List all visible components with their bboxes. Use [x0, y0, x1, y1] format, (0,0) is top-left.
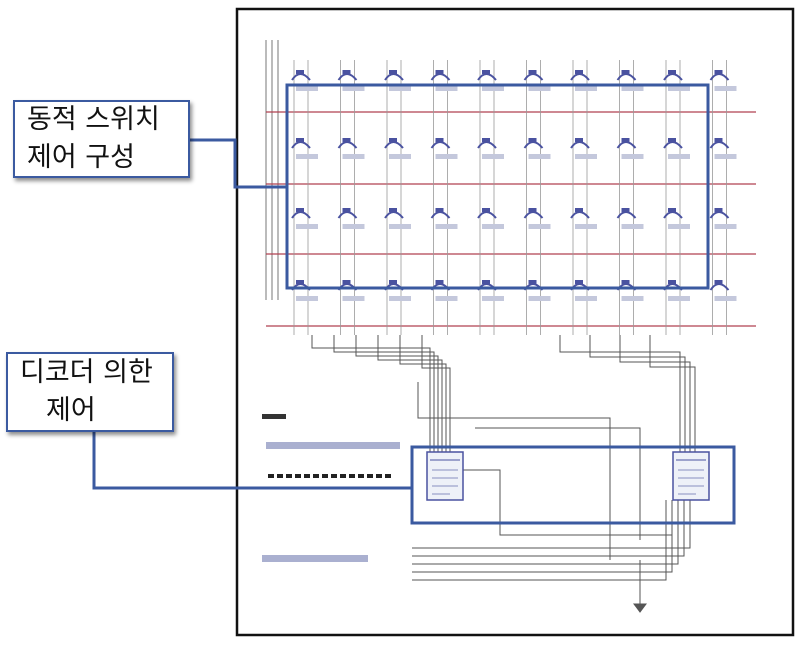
switch-cell — [663, 208, 690, 229]
signal-wire — [355, 335, 439, 452]
pin-mark — [313, 474, 319, 478]
signal-wire — [412, 500, 679, 565]
schematic-label-marks — [262, 414, 400, 562]
switch-cell — [616, 208, 644, 229]
pin-mark — [295, 474, 301, 478]
pin-mark — [322, 474, 328, 478]
pin-mark — [385, 474, 391, 478]
connector-dynamic — [190, 138, 287, 189]
pin-mark — [268, 474, 274, 478]
switch-cell — [291, 138, 318, 159]
signal-wire — [412, 500, 685, 557]
decoder-chip-right — [672, 451, 710, 501]
ground-symbol — [633, 603, 647, 613]
signal-wire — [333, 335, 435, 452]
callout-decoder-line2: 제어 — [46, 395, 96, 426]
switch-cell — [709, 208, 737, 229]
pin-mark — [349, 474, 355, 478]
switch-cell — [663, 70, 690, 91]
callout-decoder-control: 디코더 의한 제어 — [6, 352, 174, 432]
schematic-frame — [235, 7, 795, 637]
switch-cell — [570, 208, 597, 229]
pin-mark — [304, 474, 310, 478]
switch-cell — [430, 70, 458, 91]
switch-cell — [477, 138, 504, 159]
switch-cell — [570, 70, 597, 91]
switch-cell — [709, 280, 737, 301]
signal-wire — [589, 335, 686, 452]
switch-cell — [477, 208, 504, 229]
decoder-chip-left — [426, 451, 464, 501]
switch-cell — [616, 70, 644, 91]
callout-dynamic-line2: 제어 구성 — [27, 142, 135, 173]
switch-cell — [291, 70, 318, 91]
switch-cell — [430, 138, 458, 159]
pin-mark — [331, 474, 337, 478]
switch-cell — [291, 208, 318, 229]
pin-mark — [340, 474, 346, 478]
switch-cell — [430, 208, 458, 229]
pin-mark — [358, 474, 364, 478]
signal-wire — [619, 335, 691, 452]
signal-wire — [412, 500, 667, 581]
switch-cell — [337, 208, 365, 229]
signal-wire — [463, 469, 672, 536]
switch-cell — [616, 138, 644, 159]
callout-dynamic-switch: 동적 스위치 제어 구성 — [13, 100, 190, 178]
switch-cell — [384, 208, 411, 229]
switch-cell — [384, 70, 411, 91]
connector-decoder — [92, 432, 412, 490]
signal-wire — [412, 500, 691, 549]
left-bus — [265, 40, 279, 300]
signal-wire — [311, 335, 431, 452]
signal-wire — [649, 335, 696, 452]
switch-cell — [523, 70, 551, 91]
pin-mark — [367, 474, 373, 478]
pin-mark — [376, 474, 382, 478]
highlight-decoder-area — [410, 445, 736, 525]
callout-decoder-line1: 디코더 의한 — [20, 357, 153, 388]
signal-wire — [421, 335, 451, 452]
fan-out-wires — [311, 335, 696, 613]
pin-mark — [286, 474, 292, 478]
pin-mark — [277, 474, 283, 478]
switch-cell — [709, 70, 737, 91]
switch-cell — [523, 138, 551, 159]
callout-dynamic-line1: 동적 스위치 — [27, 104, 160, 135]
signal-wire — [377, 335, 443, 452]
switch-cell — [663, 138, 690, 159]
switch-cell — [337, 138, 365, 159]
switch-cell — [523, 208, 551, 229]
switch-cell — [477, 70, 504, 91]
signal-wire — [475, 427, 641, 540]
switch-cell — [709, 138, 737, 159]
switch-cell — [337, 70, 365, 91]
signal-wire — [399, 335, 447, 452]
signal-wire — [417, 382, 611, 560]
switch-cell — [384, 138, 411, 159]
switch-cell — [570, 138, 597, 159]
